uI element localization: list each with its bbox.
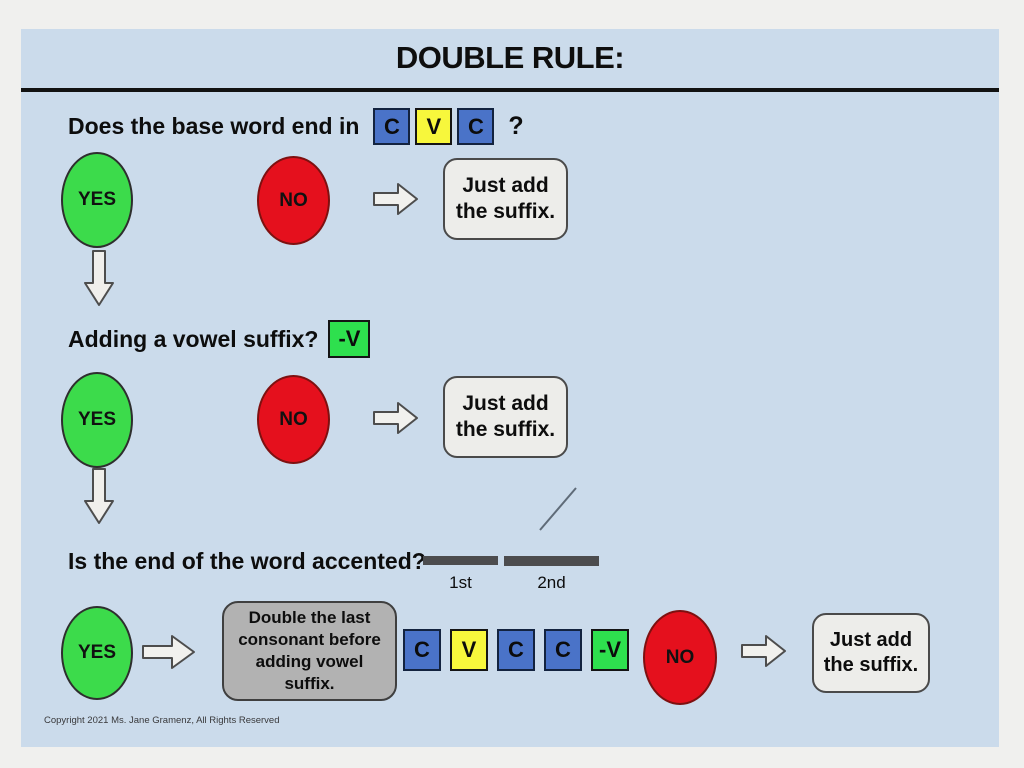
result-step3-line1: Just add	[829, 629, 913, 651]
result-step1-line2: the suffix.	[455, 200, 556, 223]
result-box-step2: Just add the suffix.	[443, 376, 568, 458]
step1-question-mark: ?	[508, 112, 524, 140]
copyright-text: Copyright 2021 Ms. Jane Gramenz, All Rig…	[44, 715, 280, 726]
down-arrow-icon-step1	[84, 250, 114, 306]
rule-line2: consonant before	[238, 629, 381, 649]
rule-line3: adding vowel	[255, 652, 364, 671]
yes-oval-step2: YES	[61, 372, 133, 468]
result-box-step1: Just add the suffix.	[443, 158, 568, 240]
accent-bar-second-syllable	[504, 556, 599, 566]
letter-box-c1: C	[373, 108, 411, 145]
result-step3-line2: the suffix.	[823, 654, 919, 676]
step2-question-row: Adding a vowel suffix? -V	[68, 320, 371, 358]
first-syllable-label: 1st	[449, 573, 472, 592]
right-arrow-icon-step2	[373, 402, 418, 434]
step3-question: Is the end of the word accented?	[68, 548, 426, 574]
yes-oval-step1: YES	[61, 152, 133, 248]
step1-question: Does the base word end in	[68, 113, 360, 139]
pattern-box-suffix: -V	[591, 629, 629, 671]
result-step1-line1: Just add	[462, 173, 549, 197]
step1-question-row: Does the base word end in C V C ?	[68, 108, 524, 145]
result-box-step3: Just add the suffix.	[812, 613, 930, 693]
pattern-box-v: V	[450, 629, 488, 671]
letter-box-c2: C	[457, 108, 495, 145]
doubled-pattern-row: C V C C -V	[403, 629, 629, 671]
accent-mark-icon	[539, 487, 577, 531]
down-arrow-icon-step2	[84, 468, 114, 524]
no-oval-step1: NO	[257, 156, 330, 245]
result-step2-line2: the suffix.	[455, 418, 556, 441]
letter-box-v1: V	[415, 108, 453, 145]
step2-question: Adding a vowel suffix?	[68, 325, 319, 352]
no-oval-step3: NO	[643, 610, 717, 705]
rule-line1: Double the last	[248, 607, 371, 627]
no-oval-step2: NO	[257, 375, 330, 464]
right-arrow-icon-step3-no	[741, 635, 786, 667]
title-divider	[21, 88, 999, 92]
accent-bar-first-syllable	[423, 556, 498, 565]
double-consonant-rule-box: Double the last consonant before adding …	[222, 601, 397, 701]
pattern-box-c1: C	[403, 629, 441, 671]
second-syllable-label: 2nd	[537, 573, 566, 592]
rule-line4: suffix.	[284, 674, 335, 694]
pattern-box-c3: C	[544, 629, 582, 671]
page-title: DOUBLE RULE:	[395, 40, 625, 75]
slide: DOUBLE RULE: Does the base word end in C…	[21, 29, 999, 747]
yes-oval-step3: YES	[61, 606, 133, 700]
pattern-box-c2: C	[497, 629, 535, 671]
vowel-suffix-chip: -V	[328, 320, 371, 358]
result-step2-line1: Just add	[462, 391, 549, 415]
right-arrow-icon-step3-yes	[142, 635, 195, 669]
right-arrow-icon-step1	[373, 183, 418, 215]
